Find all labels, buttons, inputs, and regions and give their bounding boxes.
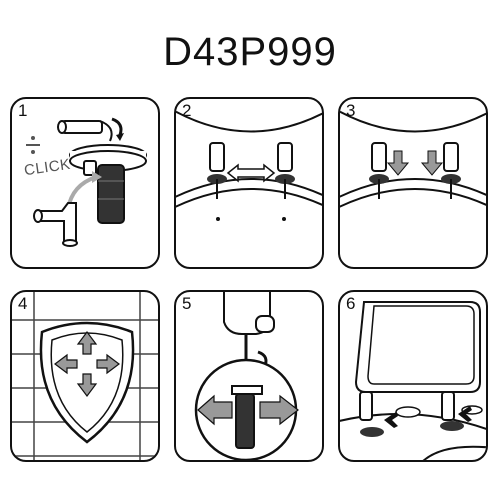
step-number: 2 — [182, 101, 192, 120]
hinge-spacing-illustration — [176, 110, 322, 221]
step-panel-3: 3 — [338, 97, 488, 269]
product-code-title: D43P999 — [163, 30, 337, 74]
step-number: 1 — [18, 101, 28, 120]
screw-tightening-illustration — [194, 292, 299, 460]
step-panel-6: 6 — [338, 290, 488, 462]
step-number: 3 — [346, 101, 356, 120]
step-number: 5 — [182, 294, 192, 313]
step-panel-4: 4 — [10, 290, 160, 462]
seat-centering-illustration — [12, 292, 158, 460]
step-panel-2: 2 — [174, 97, 324, 269]
step-panel-5: 5 — [174, 290, 324, 462]
hinge-assembly-illustration — [26, 117, 147, 247]
step-panel-1: 1 CLICK — [10, 97, 160, 269]
step-number: 6 — [346, 294, 356, 313]
step-number: 4 — [18, 294, 28, 313]
seat-removal-illustration — [340, 301, 486, 460]
hinge-insert-illustration — [340, 110, 486, 208]
